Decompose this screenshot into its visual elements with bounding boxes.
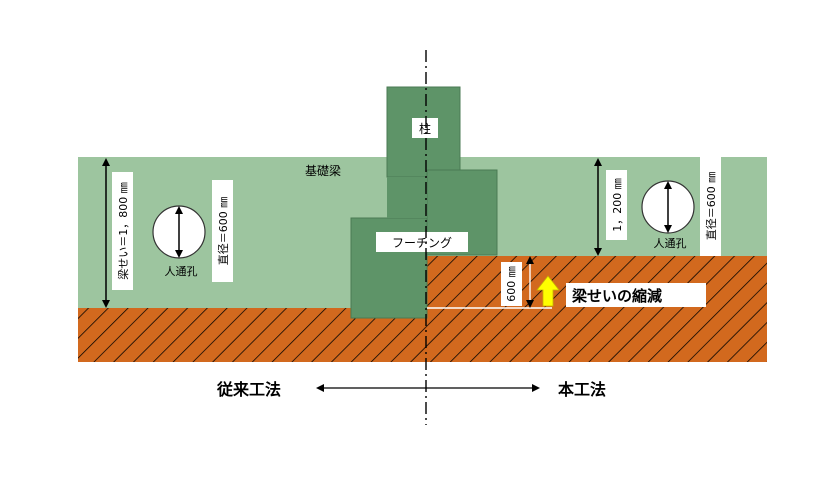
- soil-area-right: [427, 256, 767, 362]
- beam-height-left-bg: [112, 172, 133, 290]
- manhole-right-label: 人通孔: [654, 237, 687, 250]
- foundation-beam-label: 基礎梁: [305, 163, 341, 178]
- reduction-height-label: 600 ㎜: [505, 266, 518, 302]
- manhole-left-label: 人通孔: [165, 265, 198, 278]
- method-conventional-label: 従来工法: [216, 380, 281, 399]
- up-arrow-icon: [536, 275, 560, 307]
- method-new-label: 本工法: [558, 380, 606, 399]
- footing-label: フーチング: [392, 236, 452, 250]
- column-label-bg: [412, 118, 438, 138]
- beam-height-right-bg: [606, 170, 627, 240]
- footing-label-bg: [376, 232, 468, 252]
- diameter-left-bg: [212, 180, 233, 282]
- reduction-text: 梁せいの縮減: [571, 287, 662, 305]
- diameter-right-bg: [700, 156, 721, 256]
- diameter-left-label: 直径＝600 ㎜: [216, 197, 230, 266]
- column-label: 柱: [419, 121, 431, 136]
- diameter-right-label: 直径＝600 ㎜: [704, 172, 718, 241]
- reduction-text-bg: [566, 283, 706, 307]
- reduction-height-bg: [501, 262, 522, 306]
- beam-height-left-label: 梁せい＝1，800 ㎜: [116, 182, 130, 280]
- footing-middle: [387, 177, 427, 218]
- beam-height-right-label: 1，200 ㎜: [611, 178, 624, 232]
- column: [386, 86, 461, 178]
